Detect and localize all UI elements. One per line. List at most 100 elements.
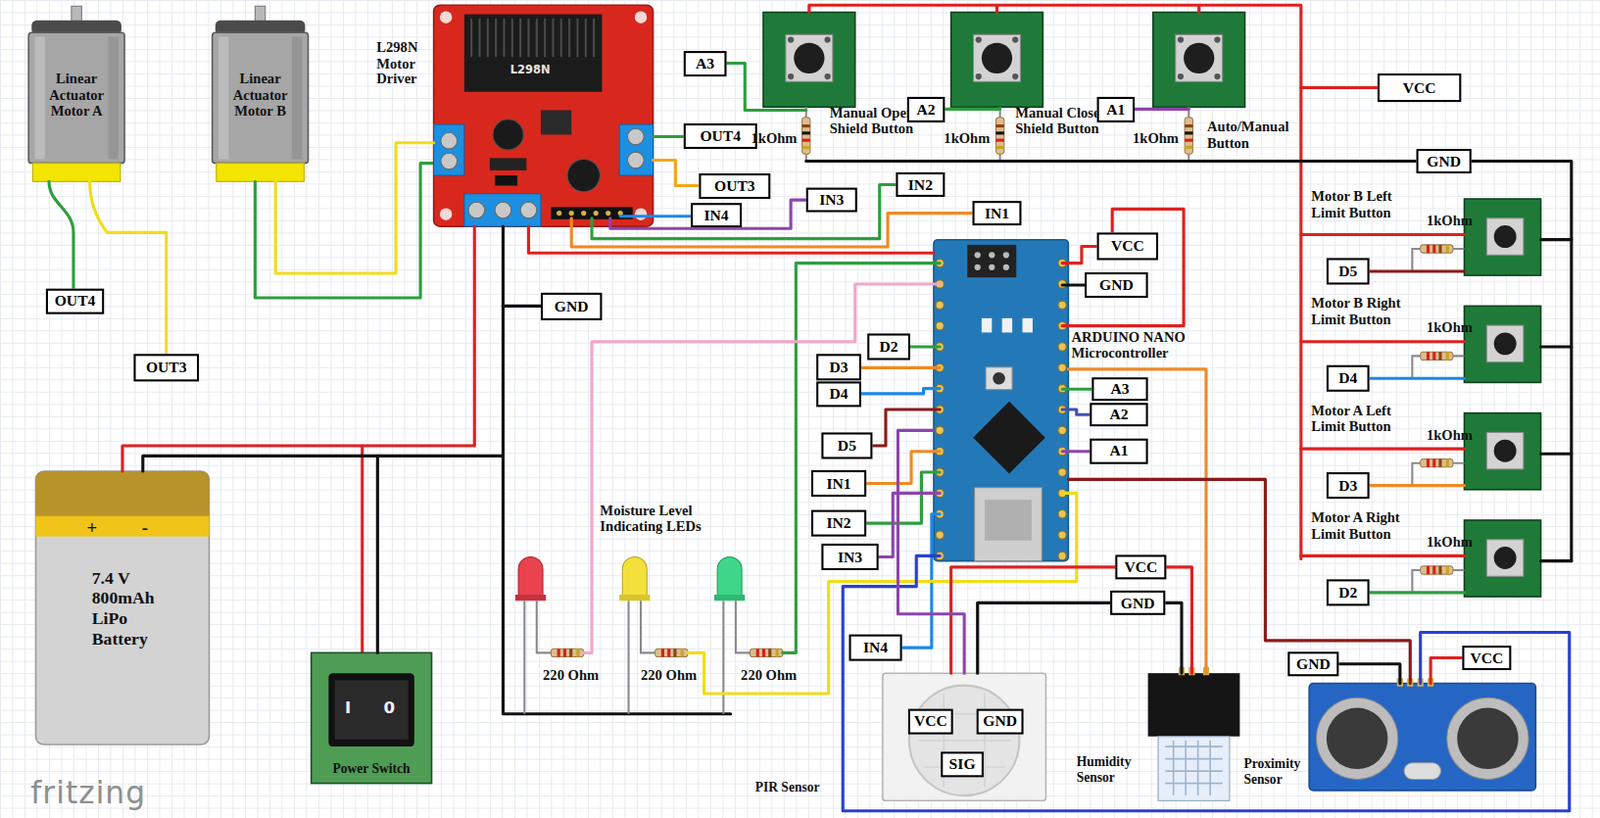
motor-wires [48, 181, 74, 289]
humidity-wires [1165, 567, 1192, 674]
limit-button-module: Motor B Right Limit Button [1463, 305, 1541, 383]
net-label: A2 [1109, 405, 1128, 424]
component-label: Humidity Sensor [1076, 754, 1143, 784]
ultrasonic-sensor: Proximity Sensor [1309, 683, 1536, 791]
ultrasonic-wires [1338, 664, 1400, 684]
button-wires [996, 4, 1199, 12]
limit-button-modules [1420, 566, 1454, 575]
humidity-sensor-board [1164, 740, 1222, 796]
resistor-value: 1kOhm [751, 130, 798, 146]
push-button-modules [951, 11, 1044, 107]
l298n-board [440, 152, 458, 170]
net-label-box: A2 [1089, 402, 1148, 427]
net-label-box: D2 [867, 333, 911, 360]
l298n-board [627, 128, 644, 146]
net-label: D3 [829, 358, 849, 377]
button-wires [1134, 107, 1189, 111]
indicator-leds [518, 556, 543, 597]
net-label: D5 [1338, 262, 1358, 281]
resistor-value: 1kOhm [1426, 320, 1473, 337]
component-label: PIR Sensor [755, 779, 837, 795]
net-label: VCC [914, 713, 948, 731]
net-label-box: VCC [1377, 73, 1461, 102]
l298n-board [540, 109, 572, 135]
net-label-box: A2 [907, 96, 946, 123]
button-wires [727, 63, 807, 111]
header-pin [1058, 531, 1067, 539]
l298n-board [489, 157, 527, 170]
limit-wires [1541, 240, 1572, 562]
limit-button-module: Motor B Left Limit Button [1463, 198, 1541, 276]
l298n-board [605, 210, 611, 216]
net-label: IN3 [819, 191, 844, 209]
ultrasonic-sensor-board [1315, 697, 1398, 779]
indicator-leds [717, 556, 742, 597]
driver-wires [360, 445, 364, 653]
limit-wires [1369, 590, 1465, 594]
wire-connector [275, 143, 434, 274]
l298n-board [520, 201, 537, 219]
push-button-module: Manual Close Shield Button [951, 11, 1047, 107]
net-label: D3 [1338, 477, 1358, 495]
push-button-modules [995, 117, 1004, 154]
arduino-nano-board [988, 251, 995, 258]
net-label-box: IN1 [972, 200, 1022, 226]
net-label-box: D4 [816, 381, 862, 407]
ultrasonic-sensor-board [1456, 708, 1518, 770]
pir-wires [951, 567, 1116, 674]
component-label: Manual Close Shield Button [1015, 104, 1108, 138]
component-label: Motor A Right Limit Button [1310, 510, 1415, 543]
push-button-modules [802, 117, 811, 154]
net-label-box: GND [976, 709, 1024, 735]
arduino-wires [782, 263, 940, 654]
net-label: GND [1426, 152, 1461, 171]
limit-wires [1369, 377, 1465, 381]
indicator-leds [655, 648, 688, 657]
limit-button-module: Motor A Right Limit Button [1463, 520, 1541, 597]
resistor-value: 1kOhm [1426, 427, 1473, 443]
button-wires [944, 107, 1000, 111]
net-label: A1 [1109, 442, 1128, 461]
arduino-nano-board [974, 251, 981, 258]
arduino-wires [866, 472, 940, 524]
l298n-board [494, 201, 512, 219]
net-label-box: IN4 [848, 634, 902, 662]
button-wires [806, 161, 1572, 562]
net-label-box: A1 [1089, 438, 1148, 465]
resistor-value: 1kOhm [1132, 130, 1179, 146]
header-pin [935, 258, 1067, 560]
limit-wires [1369, 269, 1465, 273]
humidity-wires [1164, 567, 1192, 674]
arduino-wires [872, 409, 940, 446]
net-label-box: D5 [821, 432, 873, 459]
switch-marking: I [344, 697, 351, 718]
push-button-modules [1153, 11, 1246, 107]
limit-wires [1301, 234, 1572, 592]
arduino-nano-board [984, 499, 1032, 541]
driver-wires [610, 199, 807, 229]
net-label-box: IN3 [806, 188, 858, 213]
net-label: D5 [837, 436, 857, 455]
component-label: Motor A Left Limit Button [1310, 402, 1415, 436]
net-label-box: D4 [1326, 365, 1370, 392]
header-pin [935, 321, 944, 330]
linear-actuator: Linear Actuator Motor A [28, 32, 125, 182]
arduino-wires [1062, 449, 1090, 453]
pir-sensor-board [909, 685, 1019, 796]
push-button-modules [1184, 117, 1193, 154]
net-label-box: D2 [1326, 579, 1370, 606]
ultrasonic-wires [1430, 658, 1462, 684]
arduino-nano-board [974, 487, 1043, 562]
header-pin [1058, 510, 1067, 519]
lipo-battery-body [35, 516, 209, 537]
component-label: Proximity Sensor [1244, 757, 1309, 787]
net-label: IN2 [908, 176, 933, 194]
driver-wires [362, 137, 973, 715]
l298n-board [494, 175, 518, 186]
header-pin [935, 531, 944, 539]
motor-driver-board: L298N Motor Driver [434, 4, 654, 227]
component-label: 7.4 V 800mAh LiPo Battery [92, 568, 185, 650]
net-label-box: IN3 [821, 543, 878, 571]
net-label-box: GND [1084, 272, 1149, 298]
net-label-box: GND [540, 292, 602, 321]
